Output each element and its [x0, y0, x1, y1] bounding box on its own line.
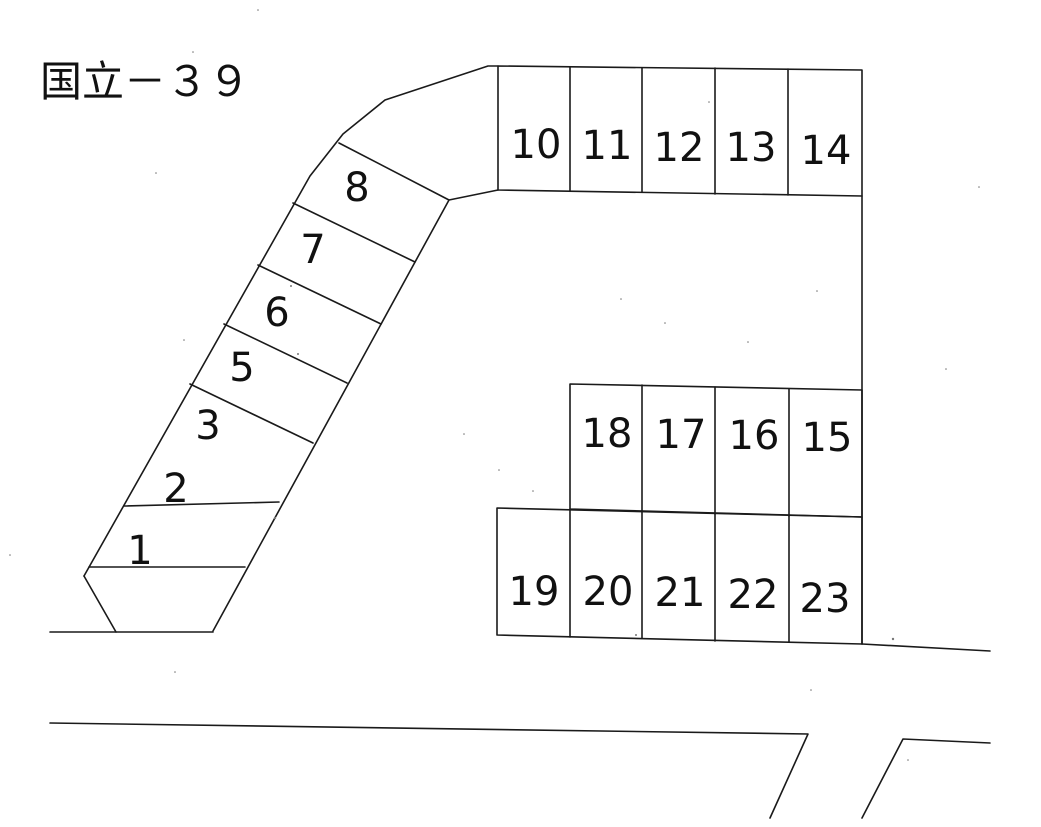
slot-divider — [123, 501, 280, 507]
slot-label-13: 13 — [726, 125, 777, 171]
slot-label-10: 10 — [511, 122, 562, 168]
road-edge-right — [861, 643, 991, 652]
slot-divider — [189, 383, 314, 444]
road-far-edge-left — [49, 722, 809, 819]
slot-label-16: 16 — [729, 413, 780, 459]
slot-label-21: 21 — [655, 570, 706, 616]
slot-label-12: 12 — [654, 125, 705, 171]
slot-label-23: 23 — [800, 576, 851, 622]
slot-label-18: 18 — [582, 411, 633, 457]
slot-label-2: 2 — [163, 466, 188, 512]
slot-label-8: 8 — [344, 165, 369, 211]
scan-specks — [9, 9, 980, 761]
diagonal-row-top-divider — [338, 142, 450, 201]
slot-label-7: 7 — [300, 227, 325, 273]
slot-label-22: 22 — [728, 572, 779, 618]
slot-label-17: 17 — [656, 412, 707, 458]
slot-label-20: 20 — [583, 569, 634, 615]
top-row-block — [497, 65, 863, 197]
slot-label-11: 11 — [582, 123, 633, 169]
slot-divider — [292, 202, 416, 263]
slot-label-5: 5 — [229, 345, 254, 391]
slot-label-14: 14 — [801, 128, 852, 174]
diagonal-row-outline — [83, 65, 499, 633]
road-far-edge-right — [861, 738, 991, 819]
lot-title: 国立－３９ — [40, 57, 250, 106]
diagonal-row-right-edge — [212, 189, 499, 632]
slot-label-6: 6 — [264, 290, 289, 336]
diagonal-row-left-edge — [83, 65, 499, 577]
slot-divider — [223, 323, 348, 384]
slot-label-3: 3 — [195, 403, 220, 449]
road-lines — [49, 631, 991, 819]
slot-divider — [257, 264, 382, 325]
slot-label-1: 1 — [127, 528, 152, 574]
slot-label-19: 19 — [509, 569, 560, 615]
slot-label-15: 15 — [802, 415, 853, 461]
diagonal-row-base-left — [83, 575, 117, 633]
diagonal-slot-dividers — [88, 202, 416, 568]
